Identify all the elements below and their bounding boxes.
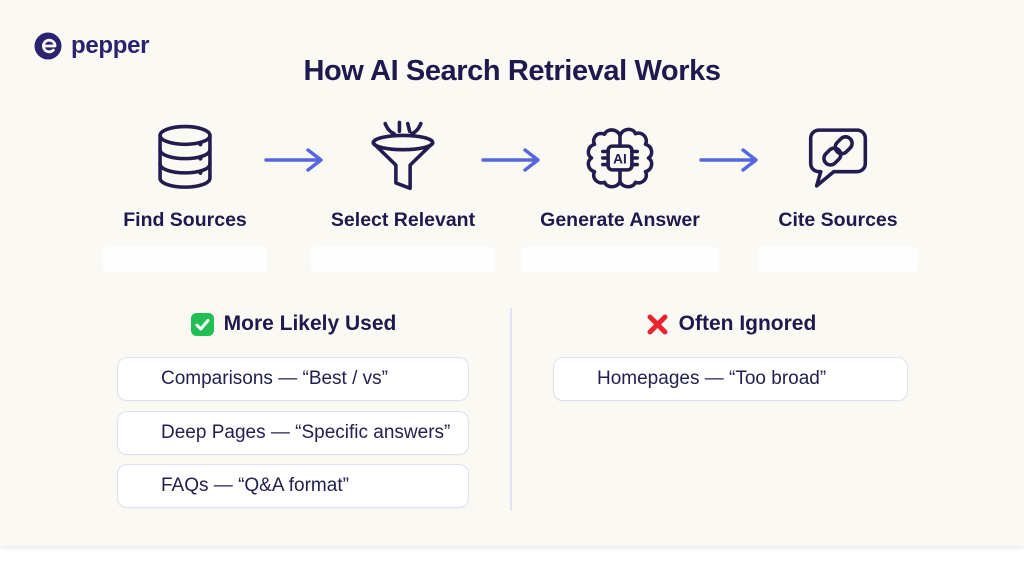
brand-logo: pepper bbox=[33, 31, 150, 61]
step-label-cite-sources: Cite Sources bbox=[778, 209, 898, 231]
section-heading-often-ignored: Often Ignored bbox=[553, 308, 908, 340]
flow-step-find-sources: Find Sources bbox=[75, 120, 295, 232]
list-item-text: FAQs — “Q&A format” bbox=[161, 475, 349, 496]
flow-arrow-icon bbox=[264, 148, 323, 172]
ai-chip-text: AI bbox=[613, 151, 627, 166]
list-item-text: Deep Pages — “Specific answers” bbox=[161, 422, 451, 443]
funnel-icon bbox=[365, 120, 441, 196]
page-title: How AI Search Retrieval Works bbox=[303, 55, 721, 87]
label-highlight bbox=[103, 247, 267, 272]
label-highlight bbox=[311, 247, 495, 272]
check-badge-icon bbox=[190, 312, 214, 336]
cross-mark-icon bbox=[647, 314, 668, 334]
section-heading-text: Often Ignored bbox=[678, 312, 817, 335]
brand-name: pepper bbox=[71, 32, 150, 59]
list-item-text: Comparisons — “Best / vs” bbox=[161, 368, 388, 389]
flow-arrow-icon bbox=[481, 148, 540, 172]
step-label-select-relevant: Select Relevant bbox=[330, 209, 476, 231]
list-item-deep-pages: Deep Pages — “Specific answers” bbox=[117, 411, 469, 455]
label-highlight bbox=[521, 247, 719, 272]
pepper-logo-icon bbox=[34, 32, 62, 60]
step-label-generate-answer: Generate Answer bbox=[540, 209, 700, 231]
slide-canvas: pepper How AI Search Retrieval Works Fin… bbox=[0, 0, 1024, 546]
flow-step-select-relevant: Select Relevant bbox=[293, 120, 513, 232]
database-icon bbox=[147, 120, 223, 196]
label-highlight bbox=[758, 247, 918, 272]
flow-arrow-icon bbox=[699, 148, 758, 172]
list-item-homepages: Homepages — “Too broad” bbox=[553, 357, 908, 401]
list-item-comparisons: Comparisons — “Best / vs” bbox=[117, 357, 469, 401]
step-label-find-sources: Find Sources bbox=[123, 209, 247, 231]
list-item-text: Homepages — “Too broad” bbox=[597, 368, 827, 389]
citation-link-bubble-icon bbox=[800, 120, 876, 196]
column-divider bbox=[510, 308, 512, 511]
flow-step-cite-sources: Cite Sources bbox=[728, 120, 948, 232]
section-heading-more-likely-used: More Likely Used bbox=[117, 308, 469, 340]
section-heading-text: More Likely Used bbox=[223, 312, 397, 335]
ai-brain-chip-icon: AI bbox=[582, 120, 658, 196]
flow-step-generate-answer: AI Generate Answer bbox=[510, 120, 730, 232]
list-item-faqs: FAQs — “Q&A format” bbox=[117, 464, 469, 508]
